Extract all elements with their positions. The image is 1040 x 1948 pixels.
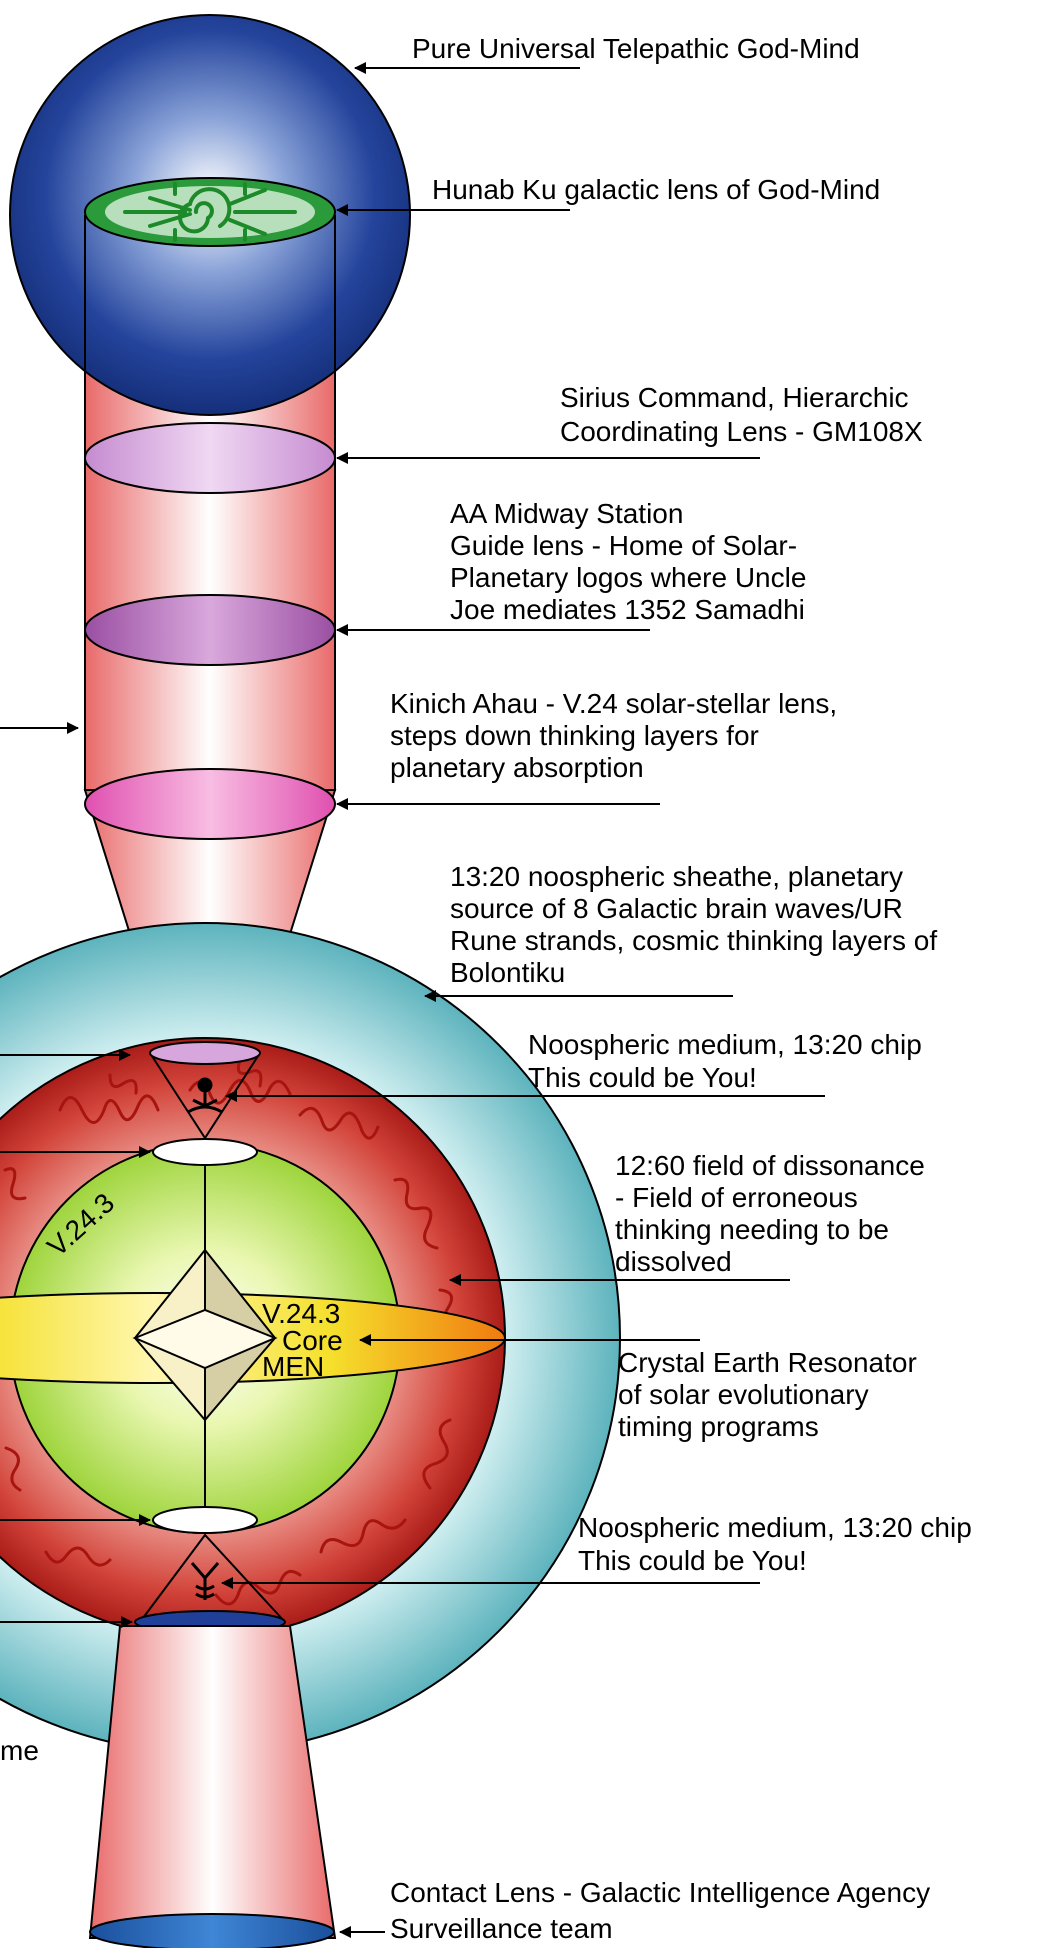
- label-sirius-1: Sirius Command, Hierarchic: [560, 382, 909, 413]
- label-noospheric-upper-1: Noospheric medium, 13:20 chip: [528, 1029, 922, 1060]
- label-aa-4: Joe mediates 1352 Samadhi: [450, 594, 805, 625]
- label-sheathe-1: 13:20 noospheric sheathe, planetary: [450, 861, 903, 892]
- label-crystal-2: of solar evolutionary: [618, 1379, 869, 1410]
- label-hunab-ku: Hunab Ku galactic lens of God-Mind: [432, 174, 880, 205]
- sirius-lens: [85, 423, 335, 493]
- label-god-mind: Pure Universal Telepathic God-Mind: [412, 33, 860, 64]
- label-contact-1: Contact Lens - Galactic Intelligence Age…: [390, 1877, 930, 1908]
- label-noospheric-upper-2: This could be You!: [528, 1062, 757, 1093]
- hunab-ku-lens: [85, 178, 335, 246]
- core-label-line-3: MEN: [262, 1351, 324, 1382]
- label-sheathe-4: Bolontiku: [450, 957, 565, 988]
- label-noospheric-lower-1: Noospheric medium, 13:20 chip: [578, 1512, 972, 1543]
- label-aa-2: Guide lens - Home of Solar-: [450, 530, 797, 561]
- label-sheathe-2: source of 8 Galactic brain waves/UR: [450, 893, 903, 924]
- label-kinich-3: planetary absorption: [390, 752, 644, 783]
- label-kinich-1: Kinich Ahau - V.24 solar-stellar lens,: [390, 688, 837, 719]
- label-sheathe-3: Rune strands, cosmic thinking layers of: [450, 925, 937, 956]
- label-dissonance-3: thinking needing to be: [615, 1214, 889, 1245]
- label-noospheric-lower-2: This could be You!: [578, 1545, 807, 1576]
- label-dissonance-2: - Field of erroneous: [615, 1182, 858, 1213]
- label-aa-1: AA Midway Station: [450, 498, 683, 529]
- kinich-ahau-lens: [85, 769, 335, 839]
- label-dissonance-1: 12:60 field of dissonance: [615, 1150, 925, 1181]
- aa-midway-lens: [85, 595, 335, 665]
- label-contact-2: Surveillance team: [390, 1913, 613, 1944]
- upper-core-lens: [153, 1139, 257, 1165]
- label-kinich-2: steps down thinking layers for: [390, 720, 759, 751]
- label-crystal-1: Crystal Earth Resonator: [618, 1347, 917, 1378]
- label-left-fragment: me: [0, 1735, 39, 1766]
- label-crystal-3: timing programs: [618, 1411, 819, 1442]
- upper-noosphere-lens: [150, 1042, 260, 1064]
- label-sirius-2: Coordinating Lens - GM108X: [560, 416, 923, 447]
- contact-lens: [90, 1914, 334, 1948]
- lower-core-lens: [153, 1507, 257, 1533]
- label-aa-3: Planetary logos where Uncle: [450, 562, 806, 593]
- label-dissonance-4: dissolved: [615, 1246, 732, 1277]
